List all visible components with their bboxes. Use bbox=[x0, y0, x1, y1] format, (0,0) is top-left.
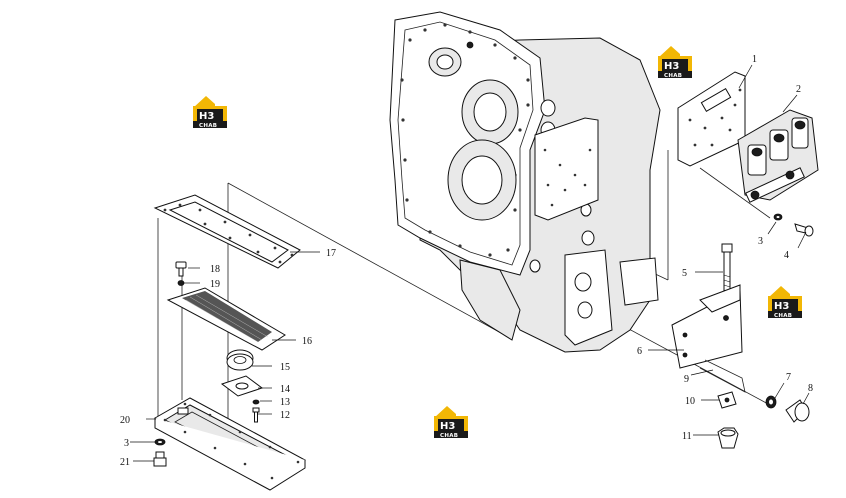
watermark-text: CHAB bbox=[774, 313, 792, 319]
callout-12: 12 bbox=[280, 410, 290, 421]
watermark-logo-4: H3 CHAB bbox=[434, 406, 468, 439]
callout-leaders bbox=[130, 64, 810, 462]
drain-washer-plug bbox=[153, 438, 167, 467]
callout-2: 2 bbox=[796, 84, 801, 95]
callout-14: 14 bbox=[280, 384, 290, 395]
watermark-text: CHAB bbox=[440, 433, 458, 439]
callout-13: 13 bbox=[280, 397, 290, 408]
bracket-assembly bbox=[671, 243, 810, 449]
callout-8: 8 bbox=[808, 383, 813, 394]
callout-6: 6 bbox=[637, 346, 642, 357]
watermark-logo-2: H3 CHAB bbox=[658, 46, 692, 79]
callout-17: 17 bbox=[326, 248, 336, 259]
callout-16: 16 bbox=[302, 336, 312, 347]
callout-5: 5 bbox=[682, 268, 687, 279]
callout-1: 1 bbox=[752, 54, 757, 65]
seal-ring-and-flange bbox=[220, 349, 264, 397]
watermark-logo-3: H3 CHAB bbox=[768, 286, 802, 319]
screw-18-washer-19 bbox=[175, 261, 187, 286]
callout-11: 11 bbox=[682, 431, 692, 442]
callout-3-left: 3 bbox=[124, 438, 129, 449]
watermark-mark: H3 bbox=[774, 301, 789, 312]
watermark-mark: H3 bbox=[199, 111, 214, 122]
callout-19: 19 bbox=[210, 279, 220, 290]
callout-labels: 1 2 3 4 5 6 7 8 9 10 11 12 13 14 15 16 1… bbox=[120, 54, 813, 468]
pan-gasket bbox=[153, 194, 301, 269]
callout-20: 20 bbox=[120, 415, 130, 426]
callout-9: 9 bbox=[684, 374, 689, 385]
callout-18: 18 bbox=[210, 264, 220, 275]
callout-10: 10 bbox=[685, 396, 695, 407]
callout-15: 15 bbox=[280, 362, 290, 373]
washer-bolt-right bbox=[773, 213, 814, 237]
watermark-logos: H3 CHAB H3 CHAB H3 CHAB H3 CHAB bbox=[193, 46, 802, 439]
callout-21: 21 bbox=[120, 457, 130, 468]
watermark-mark: H3 bbox=[440, 421, 455, 432]
watermark-text: CHAB bbox=[199, 123, 217, 129]
callout-7: 7 bbox=[786, 372, 791, 383]
watermark-text: CHAB bbox=[664, 73, 682, 79]
transmission-housing bbox=[389, 11, 661, 353]
gasket-plate bbox=[677, 71, 746, 167]
watermark-mark: H3 bbox=[664, 61, 679, 72]
callout-3-right: 3 bbox=[758, 236, 763, 247]
control-valve bbox=[737, 109, 819, 203]
callout-4: 4 bbox=[784, 250, 789, 261]
strainer-screen bbox=[166, 287, 286, 351]
oil-pan bbox=[153, 397, 306, 491]
watermark-logo-1: H3 CHAB bbox=[193, 96, 227, 129]
screw-12-washer-13 bbox=[252, 399, 260, 423]
